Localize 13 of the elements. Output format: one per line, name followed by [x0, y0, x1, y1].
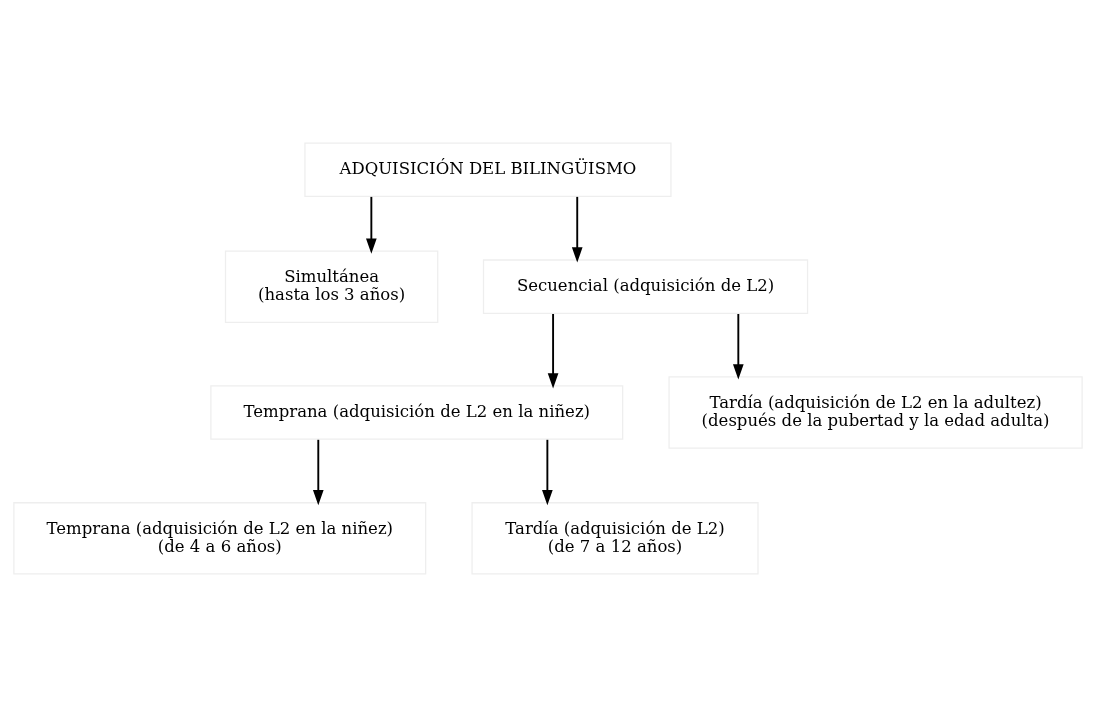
node-box: Tardía (adquisición de L2) (de 7 a 12 años)	[471, 501, 759, 575]
arrow	[571, 195, 583, 263]
node-box: Temprana (adquisición de L2 en la niñez) (de 4 a 6 años)	[13, 501, 427, 575]
arrow	[547, 312, 559, 389]
node-box: Secuencial (adquisición de L2)	[482, 258, 809, 314]
node-box: ADQUISICIÓN DEL BILINGÜISMO	[304, 141, 672, 197]
node-box: Tardía (adquisición de L2 en la adultez) (después de la pubertad y la edad adulta)	[668, 375, 1083, 449]
node-box: Temprana (adquisición de L2 en la niñez)	[210, 384, 624, 440]
arrow	[732, 312, 744, 380]
node-box: Simultánea (hasta los 3 años)	[224, 249, 439, 323]
arrow	[366, 195, 377, 254]
arrow	[312, 438, 324, 505]
arrow	[542, 438, 553, 505]
